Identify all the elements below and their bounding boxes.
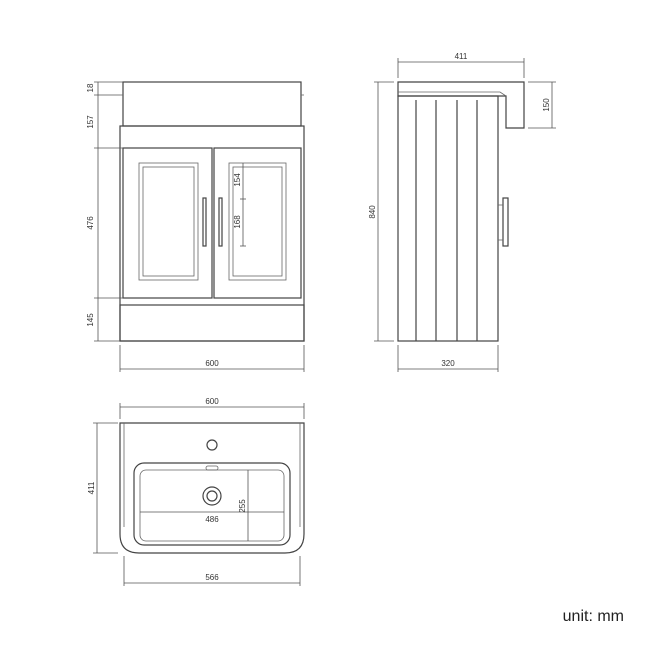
dim-front-width: 600 [205,359,219,368]
overflow-slot [205,465,219,471]
front-view: 18 157 476 145 600 154 168 [86,81,305,372]
side-view: 411 150 840 320 [368,52,556,372]
dim-handle-length: 168 [233,215,242,229]
dim-top-width: 600 [205,397,219,406]
dim-side-depth-top: 411 [455,52,468,61]
dim-top-depth: 411 [87,481,96,494]
front-door-right [213,147,302,299]
front-handle-left [202,197,207,247]
drain-inner [206,490,218,502]
front-plinth [119,304,305,342]
dim-door-height: 476 [86,216,95,230]
top-bowl-outer [133,462,291,546]
side-handle [502,197,509,247]
dim-bowl-depth: 255 [238,499,247,513]
dim-basin-height: 157 [86,115,95,129]
front-basin [122,81,302,127]
dim-top-gap: 18 [86,83,95,92]
dim-base-width: 566 [205,573,219,582]
dim-side-cabinet-depth: 320 [441,359,455,368]
unit-label: unit: mm [562,608,624,625]
drain-outer [202,486,222,506]
front-door-left [122,147,213,299]
dim-side-total-height: 840 [368,205,377,219]
top-basin-outer [119,422,305,554]
tap-hole [206,439,218,451]
dim-plinth-height: 145 [86,313,95,327]
top-view: 600 411 486 255 566 [87,397,305,586]
dim-side-basin-lip: 150 [542,98,551,112]
side-basin [397,81,525,129]
front-handle-right [218,197,223,247]
dim-panel-upper: 154 [233,173,242,187]
dim-bowl-width: 486 [205,515,219,524]
side-cabinet [397,95,499,342]
